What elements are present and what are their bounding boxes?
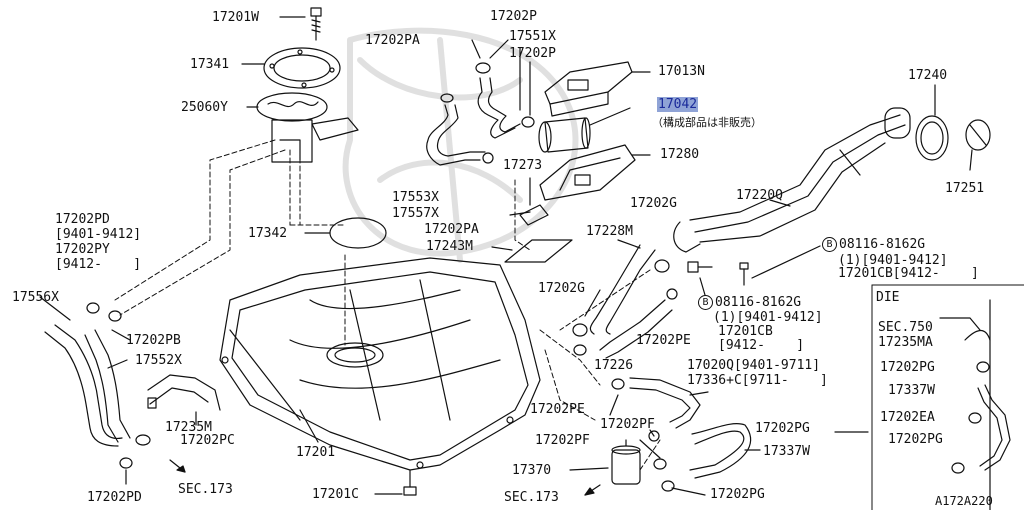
label-17202pg-bottom: 17202PG xyxy=(710,487,765,502)
label-17370: 17370 xyxy=(512,463,552,478)
figure-code: A172A220 xyxy=(935,494,993,508)
inset-label-17202pg-a: 17202PG xyxy=(880,360,935,375)
label-bolt-b2-qty: (1)[9401-9412] xyxy=(713,310,823,325)
fuel-cap-17251-icon xyxy=(965,119,991,151)
label-17553x: 17553X xyxy=(392,190,439,205)
label-bolt-b1-qty: (1)[9401-9412] xyxy=(838,253,948,268)
hose-17551x-icon xyxy=(477,77,521,139)
fuel-pump-unit-icon xyxy=(256,92,359,163)
label-17202pe-bottom: 17202PE xyxy=(530,402,585,417)
label-17273: 17273 xyxy=(503,158,543,173)
label-17280: 17280 xyxy=(660,147,700,162)
reservoir-17280-icon xyxy=(539,144,636,201)
b-marker-icon: B xyxy=(698,295,713,310)
bolt-08116-lower-icon xyxy=(687,261,713,273)
label-17201cb-2: 17201CB xyxy=(718,324,773,339)
label-17202pf-2: 17202PF xyxy=(535,433,590,448)
label-17235m: 17235M xyxy=(165,420,212,435)
inset-frame xyxy=(871,284,1024,510)
bolt-17201c-icon xyxy=(403,469,417,496)
label-17228m: 17228M xyxy=(586,224,633,239)
label-17240: 17240 xyxy=(908,68,948,83)
label-17202pg-top: 17202PG xyxy=(755,421,810,436)
label-17201cb-1: 17201CB[9412- ] xyxy=(838,266,979,281)
bracket-17235m-icon xyxy=(147,374,221,411)
label-17020q: 17020Q[9401-9711] xyxy=(687,358,821,373)
hose-17553x-icon xyxy=(426,104,486,166)
label-17202pd-bottom: 17202PD xyxy=(87,490,142,505)
hose-17228m-icon xyxy=(589,244,656,335)
inset-label-17202pg-b: 17202PG xyxy=(888,432,943,447)
label-25060y: 25060Y xyxy=(181,100,228,115)
bolt-08116-icon xyxy=(739,262,749,286)
label-17042-highlighted[interactable]: 17042 xyxy=(657,97,699,112)
label-17220q: 17220Q xyxy=(736,188,783,203)
label-17202pf-1: 17202PF xyxy=(600,417,655,432)
label-17202pc: 17202PC xyxy=(180,433,235,448)
canister-17370-icon xyxy=(611,439,641,485)
label-17556x: 17556X xyxy=(12,290,59,305)
label-17552x: 17552X xyxy=(135,353,182,368)
label-17337w-bottom: 17337W xyxy=(763,444,810,459)
label-17201: 17201 xyxy=(296,445,336,460)
label-17341: 17341 xyxy=(190,57,230,72)
label-sec173-left[interactable]: SEC.173 xyxy=(178,482,233,497)
inset-label-17337w: 17337W xyxy=(888,383,935,398)
label-not-sold-note: （構成部品は非販売） xyxy=(652,116,762,129)
label-17342: 17342 xyxy=(248,226,288,241)
label-17251: 17251 xyxy=(945,181,985,196)
label-17202p-mid: 17202P xyxy=(509,46,556,61)
filler-tube-17220q-icon xyxy=(673,107,911,253)
label-17202pa-top: 17202PA xyxy=(365,33,420,48)
label-17557x: 17557X xyxy=(392,206,439,221)
lock-ring-17341-icon xyxy=(263,47,341,89)
hose-17226-icon xyxy=(599,299,673,359)
fuel-pump-17042-icon xyxy=(538,117,591,153)
inset-label-sec750[interactable]: SEC.750 xyxy=(878,320,933,335)
label-17202py-range: [9412- ] xyxy=(55,257,142,272)
label-17202pb: 17202PB xyxy=(126,333,181,348)
fuel-tank-17201-icon xyxy=(219,257,541,471)
label-17201c: 17201C xyxy=(312,487,359,502)
label-17551x: 17551X xyxy=(509,29,556,44)
label-17202py: 17202PY xyxy=(55,242,110,257)
hose-17020q-icon xyxy=(629,377,701,429)
label-17336c: 17336+C[9711- ] xyxy=(687,373,828,388)
inset-title: DIE xyxy=(876,290,900,305)
bolt-17201w-icon xyxy=(310,7,322,41)
hose-17552x-icon xyxy=(44,324,131,447)
label-17226: 17226 xyxy=(594,358,634,373)
label-17202g-mid: 17202G xyxy=(538,281,585,296)
hose-17337w-icon xyxy=(689,423,752,479)
label-17202pa-mid: 17202PA xyxy=(424,222,479,237)
label-17202pd-left: 17202PD xyxy=(55,212,110,227)
inset-label-17202ea: 17202EA xyxy=(880,410,935,425)
label-sec173-bottom[interactable]: SEC.173 xyxy=(504,490,559,505)
seal-17240-icon xyxy=(915,115,949,161)
bracket-17273-icon xyxy=(509,204,549,226)
label-17202pe-right: 17202PE xyxy=(636,333,691,348)
inset-hose-icon xyxy=(939,299,1011,510)
label-17202pd-left-range: [9401-9412] xyxy=(55,227,142,242)
plate-17243m-icon xyxy=(504,239,573,263)
inset-label-17235ma: 17235MA xyxy=(878,335,933,350)
label-17202g-top: 17202G xyxy=(630,196,677,211)
label-17201cb-2-range: [9412- ] xyxy=(718,338,805,353)
label-17243m: 17243M xyxy=(426,239,473,254)
label-17013n: 17013N xyxy=(658,64,705,79)
label-17201w: 17201W xyxy=(212,10,259,25)
b-marker-icon: B xyxy=(822,237,837,252)
label-17202p-top: 17202P xyxy=(490,9,537,24)
